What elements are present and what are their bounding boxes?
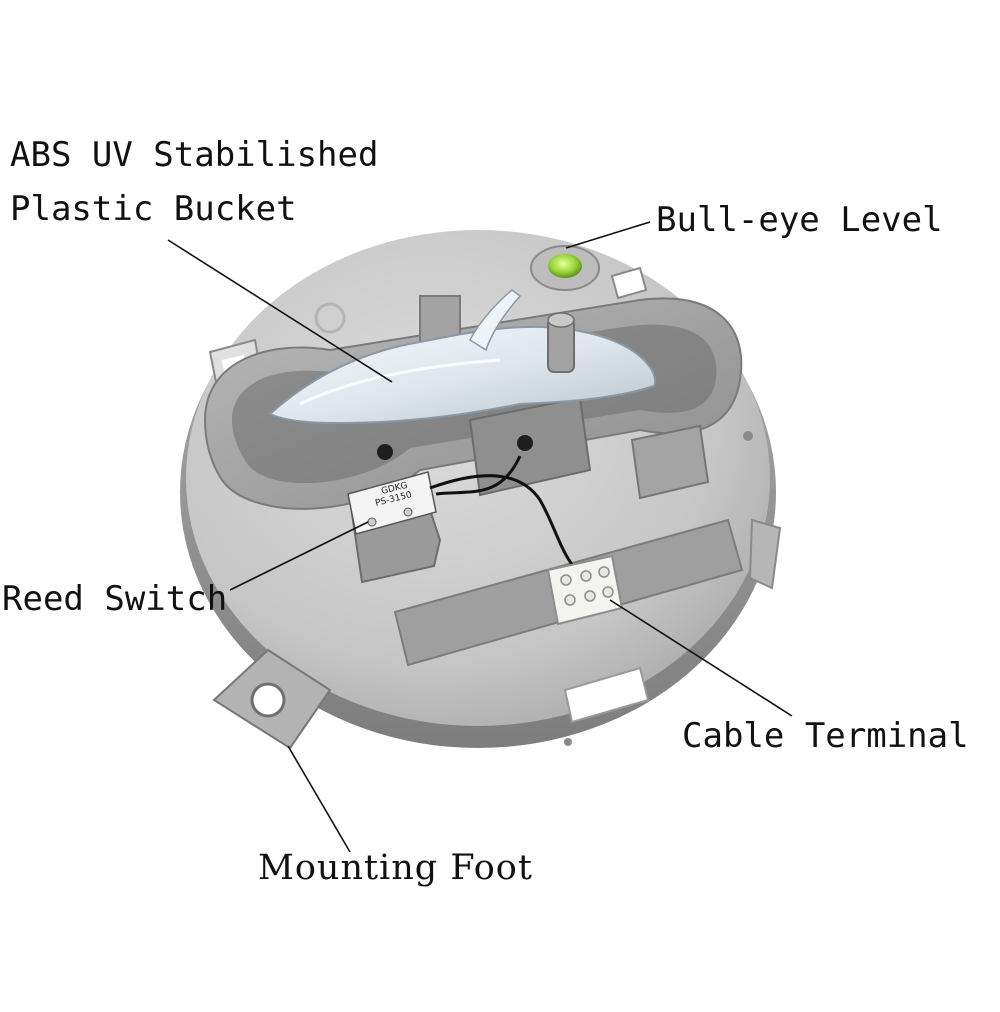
leader-cable-terminal [609, 599, 793, 717]
label-bucket: ABS UV Stabilished Plastic Bucket [10, 128, 378, 236]
label-reed-switch: Reed Switch [2, 579, 228, 619]
signal-wire-a [429, 474, 580, 574]
sensor-knob-right [517, 435, 533, 451]
signal-wire-b [435, 455, 522, 496]
cable-outlet-notch [563, 666, 650, 724]
leader-mounting-foot [287, 745, 351, 853]
leader-level [565, 221, 651, 249]
top-clip [610, 266, 648, 300]
bucket-divider-fin [469, 289, 522, 352]
bucket-highlight [299, 358, 501, 406]
label-mounting-foot: Mounting Foot [258, 848, 533, 888]
magnet-post-top [547, 312, 575, 328]
reed-screw-left [367, 517, 377, 527]
leader-bucket [167, 239, 393, 383]
right-bracket [748, 518, 782, 590]
label-cable-terminal: Cable Terminal [682, 716, 969, 756]
leader-lines [167, 221, 793, 853]
label-level: Bull-eye Level [656, 200, 943, 240]
mounting-foot-hole [250, 682, 286, 718]
emboss-logo-icon [314, 302, 346, 334]
bubble-level-icon [548, 254, 582, 278]
terminal-screws [560, 566, 614, 606]
leader-reed-switch [229, 521, 369, 591]
label-bucket-line2: Plastic Bucket [10, 189, 297, 229]
label-bucket-line1: ABS UV Stabilished [10, 135, 379, 175]
support-block [630, 424, 710, 500]
sensor-knob-left [377, 444, 393, 460]
reed-screw-right [403, 507, 413, 517]
